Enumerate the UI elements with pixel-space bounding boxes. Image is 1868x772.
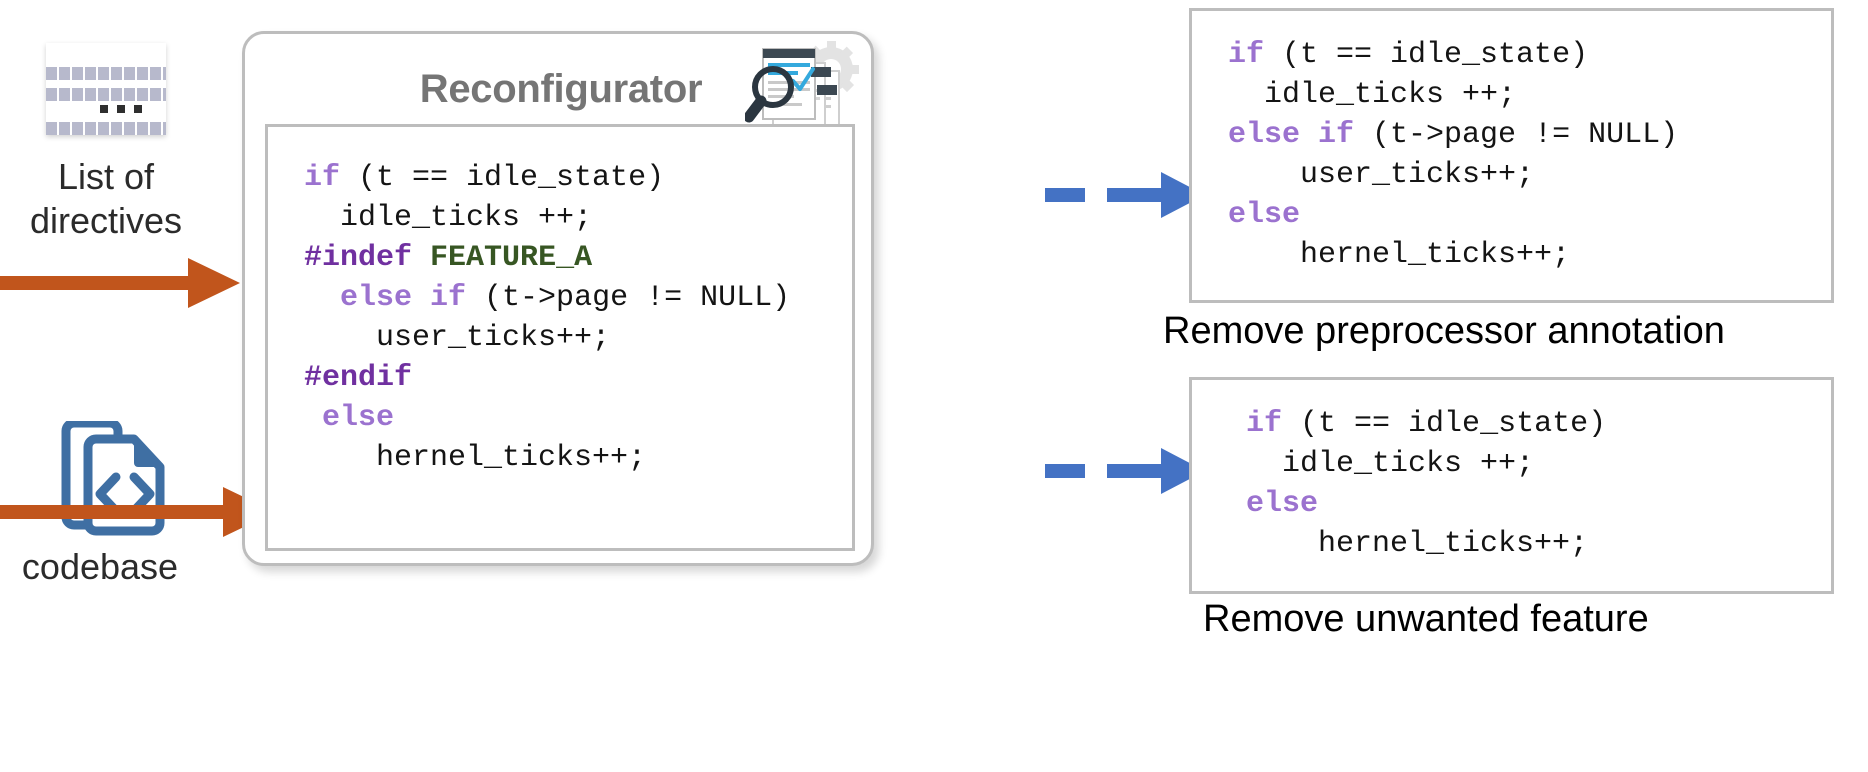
output-caption-2: Remove unwanted feature — [1203, 598, 1649, 640]
document-analysis-magnifier-icon — [743, 37, 863, 145]
output-code-1: if (t == idle_state) idle_ticks ++; else… — [1228, 38, 1679, 272]
document-line — [46, 67, 166, 80]
output-caption-1: Remove preprocessor annotation — [1163, 310, 1725, 352]
output-code-2: if (t == idle_state) idle_ticks ++; else… — [1228, 407, 1607, 561]
reconfigurator-panel: Reconfigurator — [242, 31, 874, 566]
page-title: Reconfigurator — [419, 67, 703, 111]
document-list-icon — [46, 43, 166, 135]
document-line — [46, 122, 166, 135]
input-code-box: if (t == idle_state) idle_ticks ++; #ind… — [265, 124, 855, 551]
output-code-box-1: if (t == idle_state) idle_ticks ++; else… — [1189, 8, 1834, 303]
output-code-box-2: if (t == idle_state) idle_ticks ++; else… — [1189, 377, 1834, 594]
document-line — [46, 88, 166, 101]
output-arrow-top — [1045, 172, 1225, 218]
input-code: if (t == idle_state) idle_ticks ++; #ind… — [304, 161, 791, 475]
output-arrow-bottom — [1045, 448, 1225, 494]
ellipsis-icon — [100, 105, 146, 113]
input-label-directives: List of directives — [29, 156, 183, 241]
input-label-codebase: codebase — [21, 546, 179, 587]
